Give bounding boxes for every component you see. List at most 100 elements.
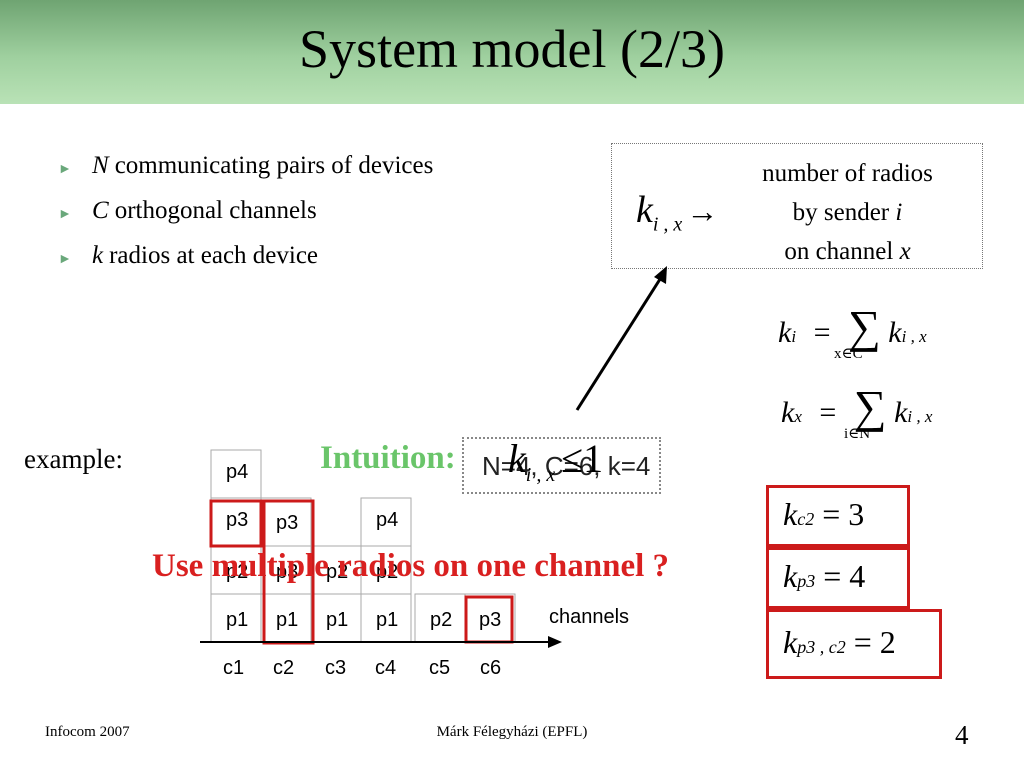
bullet-text: communicating pairs of devices [114, 152, 434, 179]
result-value: 3 [848, 496, 865, 532]
definition-symbol: ki , x→ [636, 188, 718, 237]
cell-label: p2 [326, 561, 348, 583]
channels-axis-label: channels [549, 606, 629, 628]
result-sub: p3 , c2 [797, 637, 846, 657]
result-equals: = [822, 496, 841, 532]
highlight-box [209, 499, 263, 548]
result-formula: kp3 =4 [783, 558, 865, 595]
channel-label: c4 [375, 657, 396, 679]
definition-text: number of radios by sender i on channel … [730, 154, 965, 271]
sum-icon: ∑ [847, 301, 881, 352]
result-k: k [783, 496, 798, 532]
example-label: example: [24, 444, 123, 474]
cell-label: p1 [276, 609, 298, 631]
formula-equals: = [819, 396, 837, 429]
result-equals: = [853, 624, 872, 660]
channel-tick-labels: c1 c2 c3 c4 c5 c6 [223, 657, 501, 679]
channel-label: c2 [273, 657, 294, 679]
result-sub: p3 [797, 571, 816, 591]
formula-lhs-sub: x [794, 407, 802, 426]
cell-label: p2 [430, 609, 452, 631]
bullet-variable: k [92, 242, 104, 269]
cell-label: p4 [226, 461, 248, 483]
intuition-label: Intuition: [320, 440, 456, 476]
cell-label: p4 [376, 509, 398, 531]
definition-box: ki , x→ number of radios by sender i on … [611, 143, 983, 269]
result-formula: kc2 =3 [783, 496, 864, 533]
sum-icon: ∑ [853, 381, 887, 432]
formula-rhs: k [894, 396, 908, 429]
formula-rhs-sub: i , x [907, 407, 933, 426]
cell-label: p3 [276, 561, 298, 583]
formula-lhs: k [781, 396, 795, 429]
bullet-variable: C [92, 197, 109, 224]
sum-index: i∈N [844, 426, 871, 442]
intuition-underlying-text: N=4, C=6, k=4 [482, 451, 651, 481]
definition-line-3-text: on channel [784, 238, 900, 265]
cell-label: p3 [479, 609, 501, 631]
use-multiple-question: Use multiple radios on one channel ? [152, 548, 670, 584]
cell-label: p1 [326, 609, 348, 631]
result-equals: = [823, 558, 842, 594]
channel-label: c5 [429, 657, 450, 679]
definition-line-2: by sender i [730, 193, 965, 232]
intuition-relation: ≤1 [561, 436, 604, 481]
definition-line-1: number of radios [762, 160, 933, 187]
cell-label: p3 [276, 512, 298, 534]
cell-labels: p4 p3 p2 p1 p3 p3 p1 p2 p1 p4 p2 p1 p2 p… [226, 461, 501, 631]
axis-arrow-icon [548, 636, 562, 648]
intuition-sub: i , x [525, 464, 556, 486]
definition-line-2-text: by sender [792, 199, 896, 226]
result-box-kc2: kc2 =3 [766, 485, 910, 547]
definition-line-2-var: i [895, 199, 903, 226]
slide-title: System model (2/3) [299, 19, 725, 79]
bullet-item: ► C orthogonal channels [58, 197, 433, 242]
cell-label: p1 [376, 609, 398, 631]
cell-label: p3 [226, 509, 248, 531]
bullet-triangle-icon: ► [58, 207, 72, 222]
bullet-text: orthogonal channels [114, 197, 317, 224]
definition-line-3: on channel x [730, 232, 965, 271]
cell-label: p2 [226, 561, 248, 583]
formula-ki: ki = ∑ ki , x [778, 300, 927, 353]
intuition-k: k [508, 436, 526, 481]
result-value: 2 [879, 624, 896, 660]
result-box-kp3c2: kp3 , c2 =2 [766, 609, 942, 679]
formula-kx: kx = ∑ ki , x [781, 380, 932, 433]
result-formula: kp3 , c2 =2 [783, 624, 896, 661]
page-number: 4 [955, 720, 969, 750]
formula-equals: = [813, 316, 831, 349]
channel-label: c3 [325, 657, 346, 679]
cell-label: p2 [376, 561, 398, 583]
formula-lhs-sub: i [791, 327, 797, 346]
intuition-formula: ki , x≤1 [508, 435, 603, 487]
result-box-kp3: kp3 =4 [766, 547, 910, 609]
result-sub: c2 [797, 509, 815, 529]
cell-label: p1 [226, 609, 248, 631]
pointer-arrow [575, 275, 664, 411]
formula-rhs: k [888, 316, 902, 349]
symbol-k: k [636, 189, 653, 231]
bullet-item: ► k radios at each device [58, 242, 433, 287]
definition-line-3-var: x [899, 238, 911, 265]
bullet-variable: N [92, 152, 109, 179]
footer-author: Márk Félegyházi (EPFL) [436, 724, 588, 740]
bullet-text: radios at each device [109, 242, 319, 269]
result-k: k [783, 624, 798, 660]
channel-label: c1 [223, 657, 244, 679]
result-k: k [783, 558, 798, 594]
sum-index: x∈C [834, 346, 863, 362]
right-arrow-icon: → [686, 193, 719, 229]
bullet-triangle-icon: ► [58, 252, 72, 267]
footer-conference: Infocom 2007 [45, 724, 130, 740]
bullet-list: ► N communicating pairs of devices ► C o… [58, 152, 433, 287]
bullet-item: ► N communicating pairs of devices [58, 152, 433, 197]
title-bar [0, 0, 1024, 104]
result-value: 4 [849, 558, 866, 594]
formula-lhs: k [778, 316, 792, 349]
bullet-triangle-icon: ► [58, 162, 72, 177]
symbol-subscript: i , x [652, 213, 683, 236]
pointer-arrowhead-icon [654, 266, 667, 284]
formula-rhs-sub: i , x [901, 327, 927, 346]
